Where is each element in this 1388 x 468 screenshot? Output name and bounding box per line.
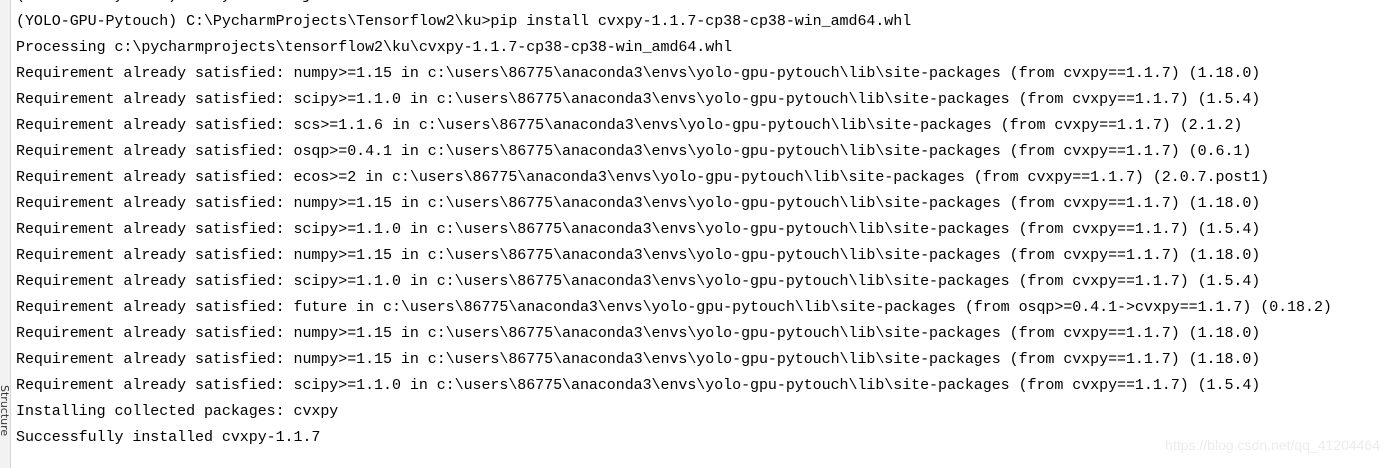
terminal-output[interactable]: (YOLO-GPU-Pytouch) C:\PycharmProjects\Te…	[16, 0, 1376, 451]
terminal-line: Successfully installed cvxpy-1.1.7	[16, 429, 321, 446]
terminal-line: Requirement already satisfied: scipy>=1.…	[16, 91, 1261, 108]
terminal-line: Requirement already satisfied: scipy>=1.…	[16, 377, 1261, 394]
terminal-line: Requirement already satisfied: ecos>=2 i…	[16, 169, 1270, 186]
terminal-line: Requirement already satisfied: osqp>=0.4…	[16, 143, 1252, 160]
terminal-line: Requirement already satisfied: scipy>=1.…	[16, 273, 1261, 290]
terminal-line: Requirement already satisfied: numpy>=1.…	[16, 325, 1261, 342]
terminal-line: Processing c:\pycharmprojects\tensorflow…	[16, 39, 733, 56]
terminal-line: Installing collected packages: cvxpy	[16, 403, 339, 420]
structure-tool-strip[interactable]: Structure	[0, 0, 11, 468]
terminal-line: (YOLO-GPU-Pytouch) C:\PycharmProjects\Te…	[16, 0, 1376, 9]
structure-tab-label[interactable]: Structure	[0, 385, 11, 437]
terminal-line: Requirement already satisfied: numpy>=1.…	[16, 65, 1261, 82]
terminal-line: (YOLO-GPU-Pytouch) C:\PycharmProjects\Te…	[16, 13, 912, 30]
terminal-line: Requirement already satisfied: scipy>=1.…	[16, 221, 1261, 238]
terminal-line: Requirement already satisfied: numpy>=1.…	[16, 195, 1261, 212]
terminal-line: Requirement already satisfied: future in…	[16, 299, 1332, 316]
terminal-line: Requirement already satisfied: scs>=1.1.…	[16, 117, 1243, 134]
watermark: https://blog.csdn.net/qq_41204464	[1165, 437, 1380, 453]
terminal-line: Requirement already satisfied: numpy>=1.…	[16, 351, 1261, 368]
terminal-line: Requirement already satisfied: numpy>=1.…	[16, 247, 1261, 264]
